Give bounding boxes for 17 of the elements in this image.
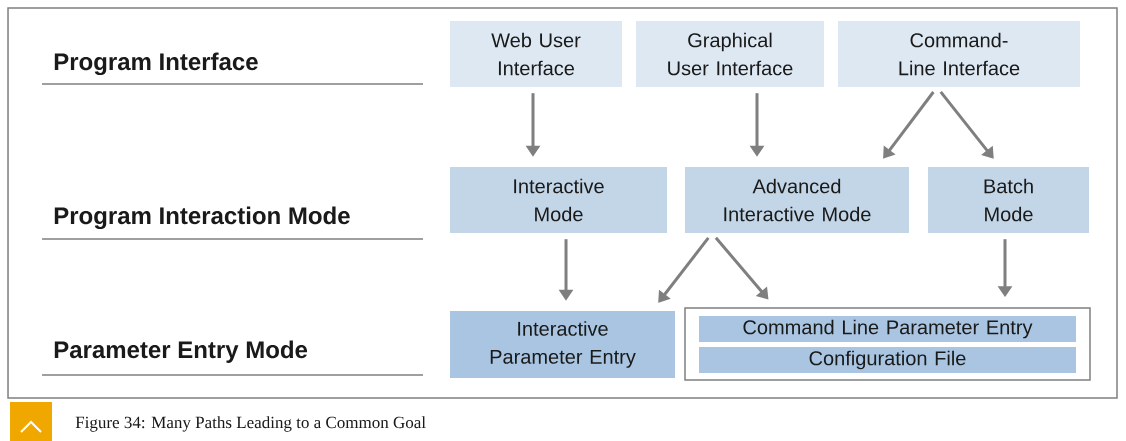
arrow xyxy=(658,237,710,303)
process-box: Advanced Interactive Mode xyxy=(685,167,909,233)
process-box: Command-Line Interface xyxy=(838,21,1080,87)
process-box: Web User Interface xyxy=(450,21,622,87)
figure-caption: Figure 34: Many Paths Leading to a Common Goal xyxy=(75,416,426,432)
process-box: Interactive Parameter Entry xyxy=(450,311,675,378)
row-label: Program Interface xyxy=(54,52,258,76)
process-box: Batch Mode xyxy=(928,167,1089,233)
arrow xyxy=(883,91,935,159)
process-box: Graphical User Interface xyxy=(636,21,824,87)
process-box: Configuration File xyxy=(699,347,1076,373)
row-label: Program Interaction Mode xyxy=(54,206,350,230)
process-box: Command Line Parameter Entry xyxy=(699,316,1076,342)
arrow xyxy=(939,90,994,159)
process-box: Interactive Mode xyxy=(450,167,667,233)
arrow xyxy=(714,236,769,300)
row-label: Parameter Entry Mode xyxy=(54,340,308,363)
